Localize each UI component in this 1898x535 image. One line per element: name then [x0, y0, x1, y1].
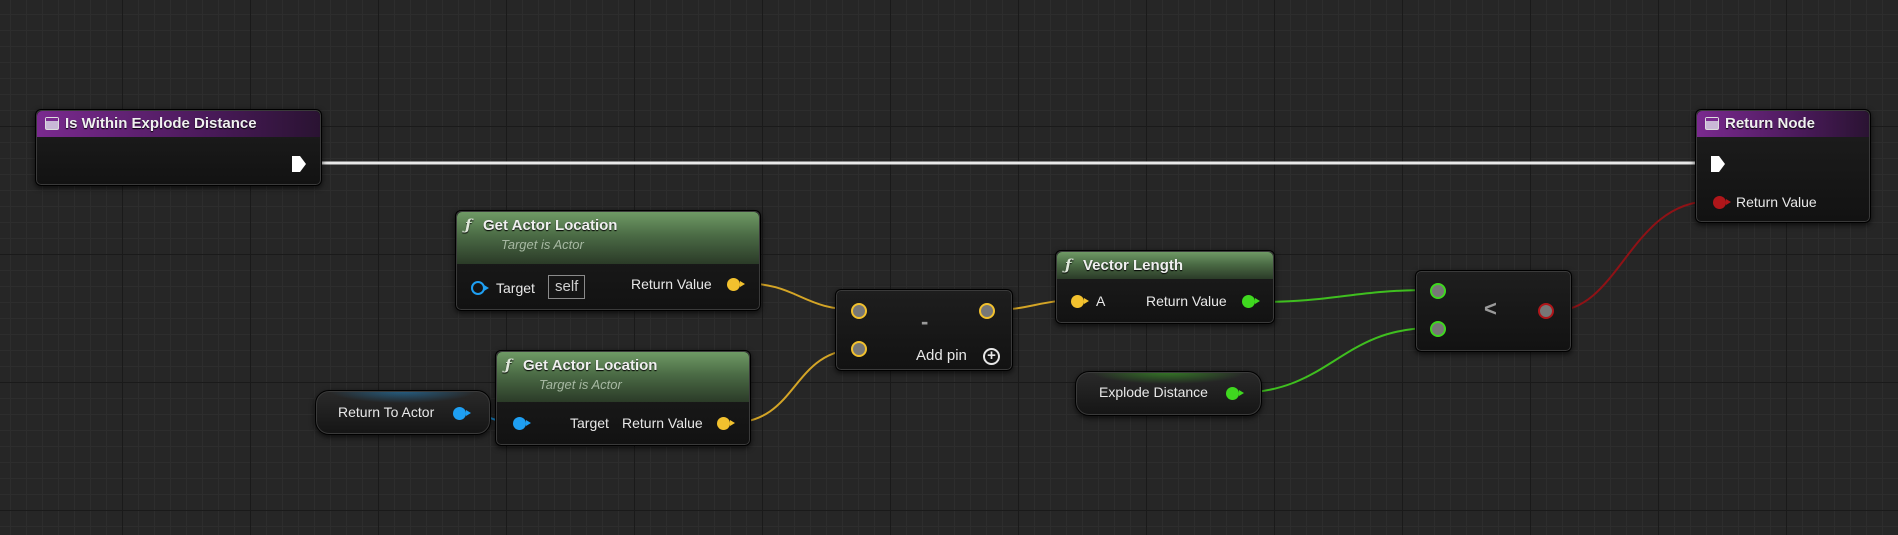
exec-in-pin[interactable]: [1710, 155, 1726, 173]
less-input-b-pin[interactable]: [1430, 321, 1446, 337]
function-icon: ƒ: [1065, 256, 1072, 274]
function-icon: ƒ: [465, 216, 472, 234]
target-default-field[interactable]: self: [548, 275, 586, 299]
return-value-label: Return Value: [622, 415, 703, 431]
variable-output-pin[interactable]: [453, 407, 471, 420]
add-pin-icon[interactable]: +: [983, 348, 1000, 365]
event-icon: [45, 117, 59, 130]
wire-length-to-less: [1252, 289, 1433, 303]
node-subtract[interactable]: - Add pin +: [835, 289, 1013, 371]
wire-less-to-return: [1553, 200, 1713, 312]
return-value-label: Return Value: [1736, 194, 1817, 210]
less-operator: <: [1484, 296, 1497, 321]
less-input-a-pin[interactable]: [1430, 283, 1446, 299]
node-is-within-explode-distance[interactable]: Is Within Explode Distance: [35, 109, 322, 186]
exec-out-pin[interactable]: [291, 155, 307, 173]
input-a-label: A: [1096, 293, 1106, 309]
node-header: Return Node: [1697, 111, 1869, 137]
return-value-pin[interactable]: [727, 278, 745, 291]
target-label: Target: [570, 415, 609, 431]
return-value-label: Return Value: [1146, 293, 1227, 309]
less-output-pin[interactable]: [1538, 303, 1554, 319]
variable-label: Explode Distance: [1099, 384, 1208, 400]
function-icon: ƒ: [505, 356, 512, 374]
subtract-input-b-pin[interactable]: [851, 341, 867, 357]
return-value-label: Return Value: [631, 276, 712, 292]
add-pin-label[interactable]: Add pin: [916, 347, 967, 364]
variable-label: Return To Actor: [338, 404, 435, 420]
return-value-pin[interactable]: [1242, 295, 1260, 308]
return-value-pin[interactable]: [717, 417, 735, 430]
node-less-than[interactable]: <: [1415, 270, 1572, 352]
variable-explode-distance[interactable]: Explode Distance: [1075, 371, 1262, 416]
target-label: Target: [496, 280, 535, 296]
input-a-pin[interactable]: [1071, 295, 1089, 308]
node-subtitle: Target is Actor: [539, 377, 622, 392]
node-header: Is Within Explode Distance: [37, 111, 320, 137]
node-subtitle: Target is Actor: [501, 237, 584, 252]
subtract-output-pin[interactable]: [979, 303, 995, 319]
target-pin[interactable]: [513, 417, 531, 430]
target-pin[interactable]: [471, 281, 489, 295]
wire-explode-to-less: [1235, 327, 1433, 394]
node-title: Is Within Explode Distance: [45, 115, 257, 132]
event-icon: [1705, 117, 1719, 130]
variable-return-to-actor[interactable]: Return To Actor: [315, 390, 491, 435]
subtract-operator: -: [921, 309, 929, 334]
subtract-input-a-pin[interactable]: [851, 303, 867, 319]
node-return[interactable]: Return Node Return Value: [1695, 109, 1871, 223]
node-title: Return Node: [1705, 115, 1815, 132]
return-value-pin[interactable]: [1713, 196, 1731, 209]
variable-output-pin[interactable]: [1226, 387, 1244, 400]
